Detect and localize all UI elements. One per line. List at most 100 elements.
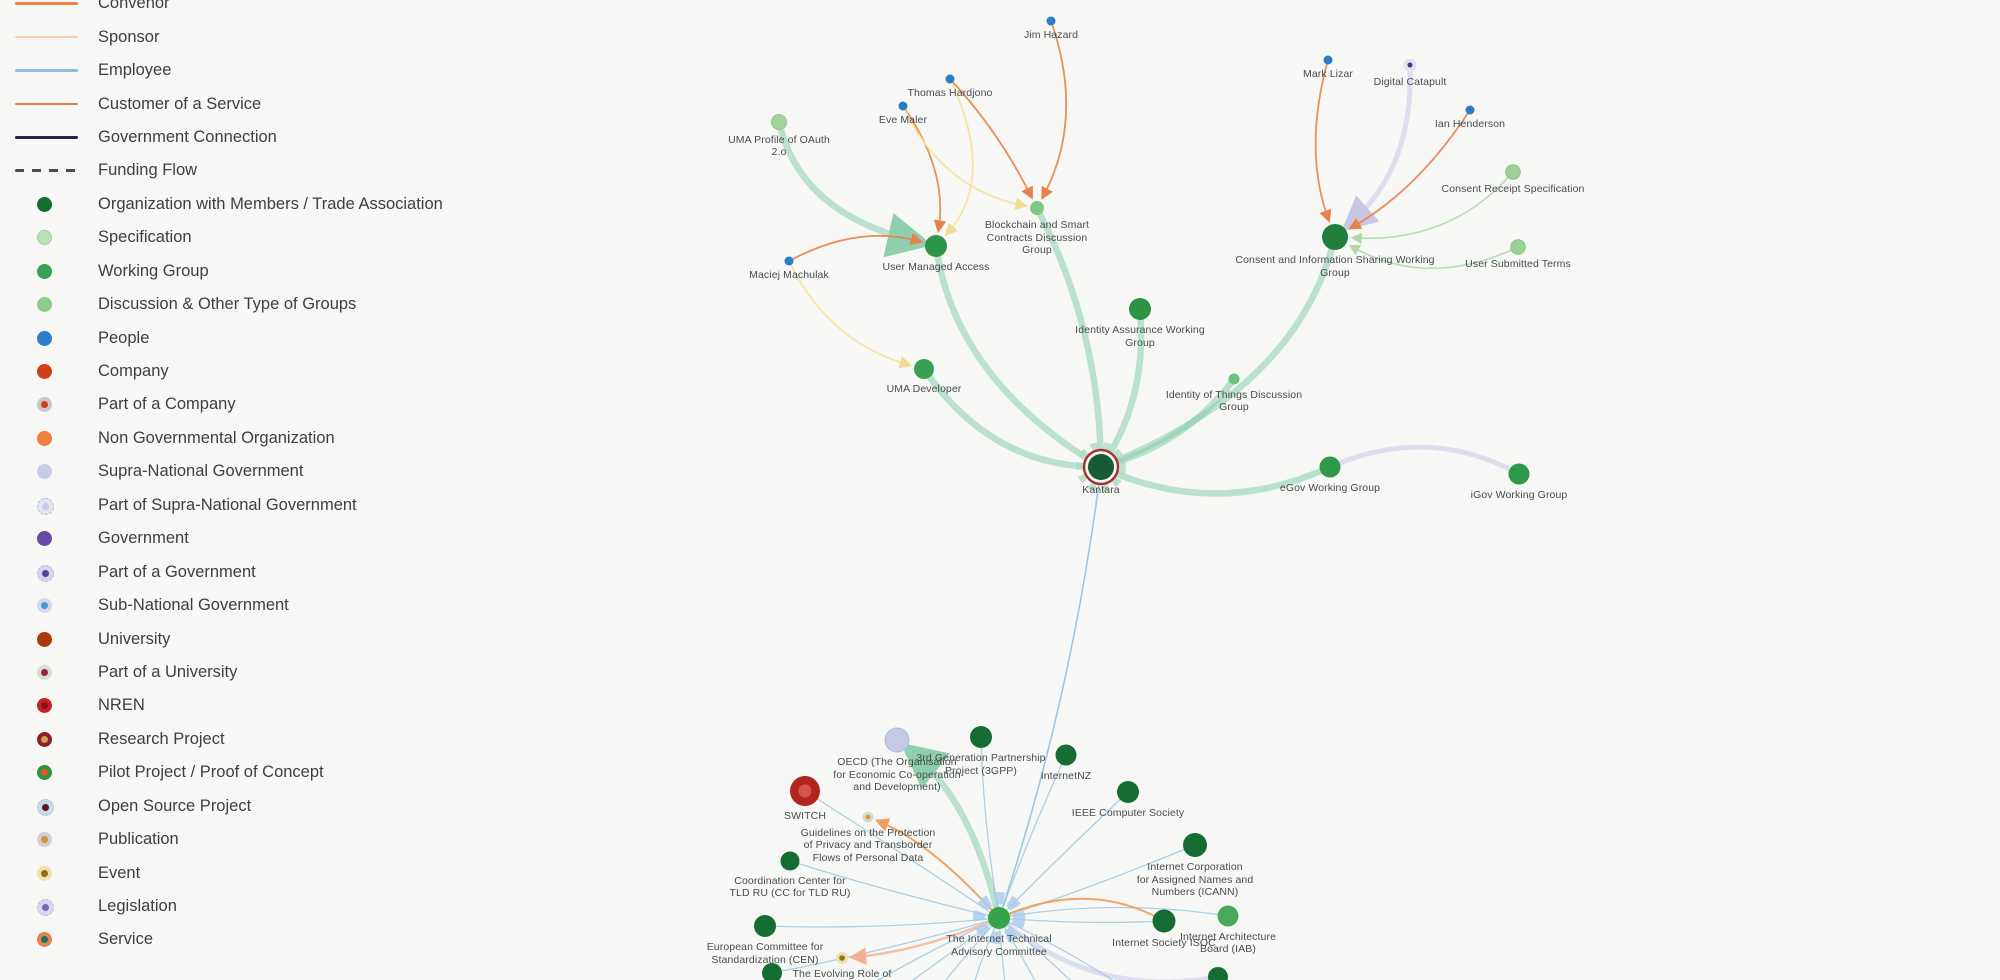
legend-label: Convenor [98,0,170,13]
legend-label: Part of a Government [98,562,256,581]
node-jim-hazard[interactable] [1046,16,1056,26]
legend-node-part-of-company: Part of a Company [0,388,443,421]
edge-thomas-hardjono-uma [944,78,974,237]
legend-label: Funding Flow [98,161,198,180]
legend-label: University [98,629,171,648]
node-g3gpp[interactable] [970,726,992,748]
legend-label: Sponsor [98,27,160,46]
legend-label: Service [98,930,154,949]
kantara-gap-ring [1084,450,1118,484]
node-oecd[interactable] [884,727,910,753]
edge-itac-out40 [998,917,1071,980]
legend-node-discussion-groups: Discussion & Other Type of Groups [0,288,443,321]
node-internetnz[interactable] [1055,744,1077,766]
node-isoc[interactable] [1152,909,1176,933]
funding-flow-line-swatch [0,154,98,187]
node-node-bl[interactable] [762,963,782,980]
legend-label: Government [98,529,189,548]
legend-node-event: Event [0,856,443,889]
sub-national-government-circle-swatch [0,589,98,622]
node-user-submitted[interactable] [1510,239,1526,255]
node-uma[interactable] [925,235,947,257]
edge-itac-node-bl [771,917,1000,974]
node-uma-profile[interactable] [771,114,787,130]
legend-node-sub-national-government: Sub-National Government [0,589,443,622]
node-maciej-machulak[interactable] [784,256,794,266]
node-ieee[interactable] [1117,781,1139,803]
evolving-inner-dot [839,955,845,961]
node-igov[interactable] [1508,463,1530,485]
legend-label: Working Group [98,261,209,280]
edge-itac-switch [804,790,1000,919]
guidelines-inner-dot [865,814,871,820]
kantara-ring [1082,448,1120,486]
edge-uma-developer-kantara [920,365,1105,471]
government-connection-line-swatch [0,121,98,154]
legend-label: Discussion & Other Type of Groups [98,295,357,314]
node-ian-henderson[interactable] [1465,105,1475,115]
legend-node-service: Service [0,923,443,956]
employee-line-swatch [0,54,98,87]
legend-label: Part of a University [98,662,238,681]
legend-node-org-members: Organization with Members / Trade Associ… [0,188,443,221]
node-node-br[interactable] [1208,967,1228,980]
node-icann[interactable] [1183,833,1207,857]
node-uma-developer[interactable] [914,359,934,379]
node-cen[interactable] [754,915,776,937]
node-tldru[interactable] [780,851,800,871]
node-kantara[interactable] [1088,454,1114,480]
legend-line-convenor: Convenor [0,0,443,20]
legend-node-pilot-project: Pilot Project / Proof of Concept [0,756,443,789]
edge-thomas-hardjono-blockchain [949,78,1033,200]
legend-label: Part of a Company [98,395,236,414]
nren-circle-swatch [0,689,98,722]
legend-label: Supra-National Government [98,462,304,481]
node-consent-receipt[interactable] [1505,164,1521,180]
legend-label: Legislation [98,897,177,916]
itac-halo [973,892,1025,944]
node-itac[interactable] [988,907,1010,929]
node-thomas-hardjono[interactable] [945,74,955,84]
edge-itac-isoc [998,897,1165,922]
university-circle-swatch [0,622,98,655]
node-mark-lizar[interactable] [1323,55,1333,65]
node-egov[interactable] [1319,456,1341,478]
edge-itac-iab [998,906,1229,919]
edge-itac-node-br [996,915,1221,980]
edge-consent-receipt-consent-wg [1350,171,1514,244]
edge-itac-tldru [789,860,1000,919]
legend-node-working-group: Working Group [0,255,443,288]
open-source-project-circle-swatch [0,790,98,823]
people-circle-swatch [0,321,98,354]
node-consent-wg[interactable] [1322,224,1348,250]
node-eve-maler[interactable] [898,101,908,111]
legend-node-nren: NREN [0,689,443,722]
edge-kantara-itac [998,466,1102,919]
event-circle-swatch [0,856,98,889]
edge-itac-cen [764,917,1000,928]
node-identity-things[interactable] [1228,373,1240,385]
edge-jim-hazard-blockchain [1041,20,1068,200]
edge-igov-egov [1327,444,1522,477]
legend-label: Non Governmental Organization [98,428,335,447]
node-identity-assurance[interactable] [1129,298,1151,320]
specification-circle-swatch [0,221,98,254]
government-circle-swatch [0,522,98,555]
switch-inner-dot [798,784,812,798]
node-blockchain[interactable] [1030,201,1044,215]
edge-maciej-machulak-uma-developer [788,260,913,369]
edge-consent-wg-kantara [1097,233,1339,471]
legislation-circle-swatch [0,890,98,923]
edge-digicat-consent-wg [1341,62,1413,232]
legend-label: People [98,328,150,347]
publication-circle-swatch [0,823,98,856]
node-iab[interactable] [1217,905,1239,927]
pilot-project-circle-swatch [0,756,98,789]
working-group-circle-swatch [0,255,98,288]
edge-identity-assurance-kantara [1097,305,1145,471]
legend-node-open-source-project: Open Source Project [0,790,443,823]
legend-label: Research Project [98,729,225,748]
legend-label: Organization with Members / Trade Associ… [98,194,443,213]
